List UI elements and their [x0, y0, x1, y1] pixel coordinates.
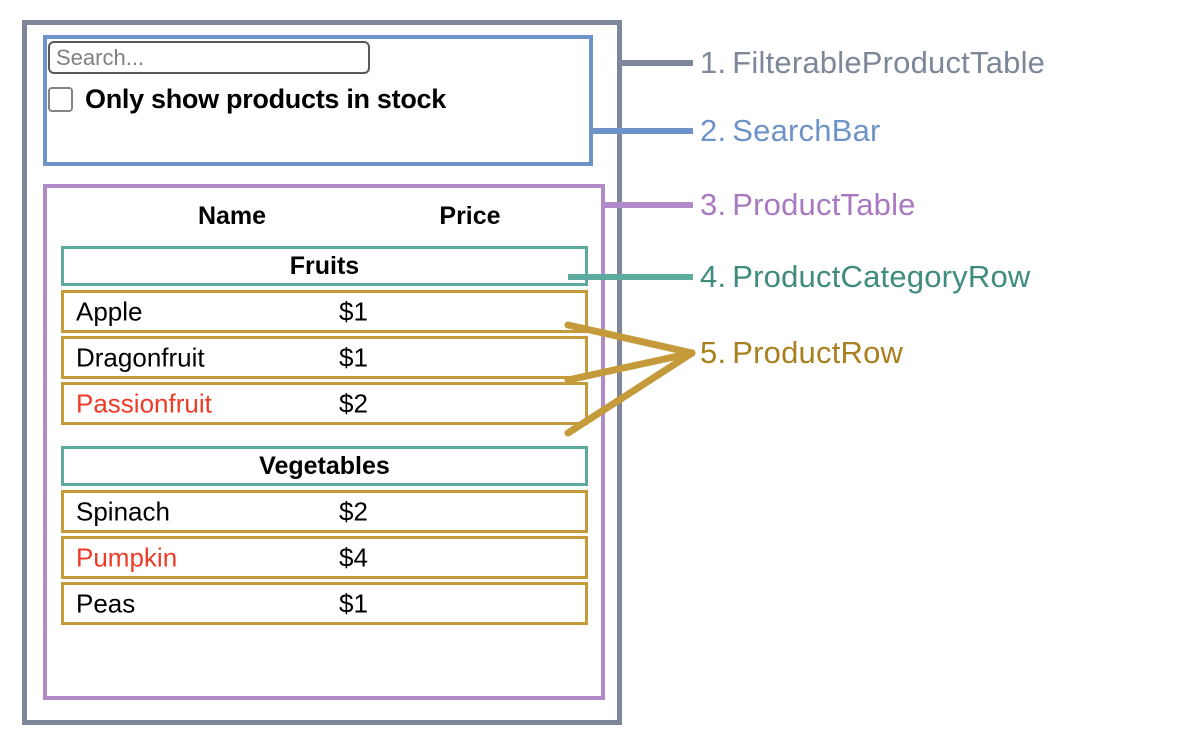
group-spacer [61, 428, 588, 446]
only-in-stock-label: Only show products in stock [85, 84, 446, 114]
product-name: Apple [76, 296, 143, 326]
product-price: $1 [339, 342, 368, 372]
only-in-stock-row[interactable]: Only show products in stock [48, 84, 446, 115]
annotation-number-1: 1. [700, 45, 727, 80]
annotation-text-2: SearchBar [732, 113, 881, 148]
annotation-label-5: 5.ProductRow [700, 335, 903, 371]
product-table-frame: Name Price Fruits Apple $1 Dragonfruit $… [43, 184, 605, 700]
product-row[interactable]: Pumpkin $4 [61, 536, 588, 579]
product-name: Spinach [76, 496, 170, 526]
column-header-price: Price [439, 201, 501, 230]
product-table-header: Name Price [47, 194, 601, 238]
annotation-text-1: FilterableProductTable [732, 45, 1046, 80]
annotation-number-2: 2. [700, 113, 727, 148]
product-row[interactable]: Apple $1 [61, 290, 588, 333]
product-name: Dragonfruit [76, 342, 205, 372]
annotation-label-1: 1.FilterableProductTable [700, 45, 1045, 81]
annotation-text-4: ProductCategoryRow [732, 259, 1031, 294]
product-category-label: Vegetables [259, 451, 390, 480]
product-row[interactable]: Spinach $2 [61, 490, 588, 533]
product-category-row: Vegetables [61, 446, 588, 486]
product-name: Peas [76, 588, 136, 618]
product-name: Pumpkin [76, 542, 178, 572]
annotation-number-5: 5. [700, 335, 727, 370]
search-input[interactable] [48, 41, 370, 74]
product-price: $2 [339, 388, 368, 418]
product-category-label: Fruits [289, 251, 360, 280]
product-row[interactable]: Dragonfruit $1 [61, 336, 588, 379]
product-price: $4 [339, 542, 368, 572]
annotation-text-5: ProductRow [732, 335, 904, 370]
product-name: Passionfruit [76, 388, 212, 418]
product-row[interactable]: Peas $1 [61, 582, 588, 625]
annotation-label-2: 2.SearchBar [700, 113, 881, 149]
annotation-label-4: 4.ProductCategoryRow [700, 259, 1031, 295]
only-in-stock-checkbox[interactable] [48, 87, 73, 112]
product-category-row: Fruits [61, 246, 588, 286]
annotation-label-3: 3.ProductTable [700, 187, 916, 223]
product-price: $2 [339, 496, 368, 526]
annotation-number-4: 4. [700, 259, 727, 294]
product-price: $1 [339, 588, 368, 618]
annotation-text-3: ProductTable [732, 187, 916, 222]
product-price: $1 [339, 296, 368, 326]
annotation-number-3: 3. [700, 187, 727, 222]
product-row[interactable]: Passionfruit $2 [61, 382, 588, 425]
product-rows-area: Fruits Apple $1 Dragonfruit $1 Passionfr… [61, 246, 588, 628]
column-header-name: Name [197, 201, 267, 230]
